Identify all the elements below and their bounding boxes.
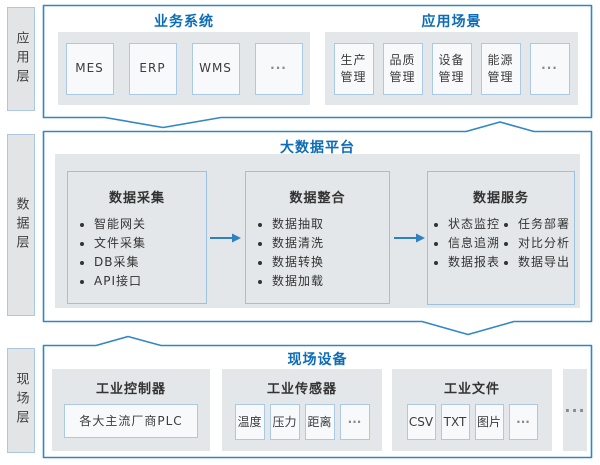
cell-row: 温度 压力 距离 ···	[222, 404, 382, 440]
business-systems-title: 业务系统	[154, 14, 214, 30]
flow-arrow-icon	[210, 233, 241, 243]
industrial-controllers-panel: 工业控制器 各大主流厂商PLC	[52, 369, 210, 451]
file-cell-csv: CSV	[406, 404, 436, 440]
application-scenarios-panel: 生产管理 品质管理 设备管理 能源管理 ···	[325, 32, 578, 105]
bullet-item: 数据抽取	[272, 215, 389, 234]
panel-title: 工业传感器	[266, 382, 337, 397]
big-data-platform-panel	[55, 154, 580, 308]
module-title: 数据采集	[108, 191, 165, 206]
bullet-list: 数据抽取 数据清洗 数据转换 数据加载	[246, 215, 389, 291]
side-label-field-layer: 现场层	[7, 348, 35, 453]
bullet-columns: 状态监控 信息追溯 数据报表 任务部署 对比分析 数据导出	[428, 215, 574, 272]
bullet-list: 状态监控 信息追溯 数据报表	[428, 215, 500, 272]
module-title: 数据整合	[289, 191, 346, 206]
bullet-item: 文件采集	[94, 234, 206, 253]
bullet-item: 数据清洗	[272, 234, 389, 253]
panel-title: 工业控制器	[95, 382, 166, 397]
side-label-data-layer: 数据层	[7, 134, 35, 316]
bullet-item: 任务部署	[518, 215, 570, 234]
scenario-cell-production: 生产管理	[333, 42, 374, 95]
industrial-sensors-panel: 工业传感器 温度 压力 距离 ···	[222, 369, 382, 451]
industrial-files-panel: 工业文件 CSV TXT 图片 ···	[392, 369, 552, 451]
module-data-services: 数据服务 状态监控 信息追溯 数据报表 任务部署 对比分析 数据导出	[427, 171, 575, 305]
panel-title: 工业文件	[443, 382, 500, 397]
file-cell-txt: TXT	[440, 404, 470, 440]
bullet-item: 数据加载	[272, 272, 389, 291]
module-title: 数据服务	[472, 191, 529, 206]
bullet-item: 数据转换	[272, 253, 389, 272]
more-dots: ···	[564, 400, 586, 420]
cell-row: 各大主流厂商PLC	[52, 404, 210, 438]
more-devices-panel: ···	[563, 369, 587, 451]
module-data-integration: 数据整合 数据抽取 数据清洗 数据转换 数据加载	[245, 171, 390, 304]
application-scenarios-title: 应用场景	[421, 14, 482, 30]
bullet-item: 信息追溯	[448, 234, 500, 253]
scenario-cell-more: ···	[529, 42, 570, 95]
file-cell-more: ···	[508, 404, 538, 440]
bullet-list: 任务部署 对比分析 数据导出	[500, 215, 570, 272]
bullet-item: API接口	[94, 272, 206, 291]
system-cell-erp: ERP	[128, 42, 177, 95]
cell-row: CSV TXT 图片 ···	[392, 404, 552, 440]
bullet-item: DB采集	[94, 253, 206, 272]
big-data-platform-title: 大数据平台	[280, 140, 355, 156]
bullet-item: 状态监控	[448, 215, 500, 234]
system-cell-mes: MES	[65, 42, 114, 95]
file-cell-image: 图片	[474, 404, 504, 440]
business-systems-panel: MES ERP WMS ···	[58, 32, 310, 105]
bullet-item: 对比分析	[518, 234, 570, 253]
sensor-cell-distance: 距离	[304, 404, 335, 440]
field-devices-title: 现场设备	[287, 352, 348, 368]
system-cell-more: ···	[254, 42, 303, 95]
system-cell-wms: WMS	[191, 42, 240, 95]
bullet-list: 智能网关 文件采集 DB采集 API接口	[68, 215, 206, 291]
bullet-item: 智能网关	[94, 215, 206, 234]
sensor-cell-pressure: 压力	[269, 404, 300, 440]
bullet-item: 数据导出	[518, 253, 570, 272]
sensor-cell-more: ···	[339, 404, 370, 440]
plc-cell: 各大主流厂商PLC	[64, 404, 198, 438]
scenario-cell-energy: 能源管理	[480, 42, 521, 95]
module-data-collection: 数据采集 智能网关 文件采集 DB采集 API接口	[67, 171, 207, 304]
bullet-item: 数据报表	[448, 253, 500, 272]
scenario-cell-quality: 品质管理	[382, 42, 423, 95]
sensor-cell-temperature: 温度	[234, 404, 265, 440]
side-label-application-layer: 应用层	[7, 7, 35, 111]
flow-arrow-icon	[394, 233, 425, 243]
scenario-cell-equipment: 设备管理	[431, 42, 472, 95]
